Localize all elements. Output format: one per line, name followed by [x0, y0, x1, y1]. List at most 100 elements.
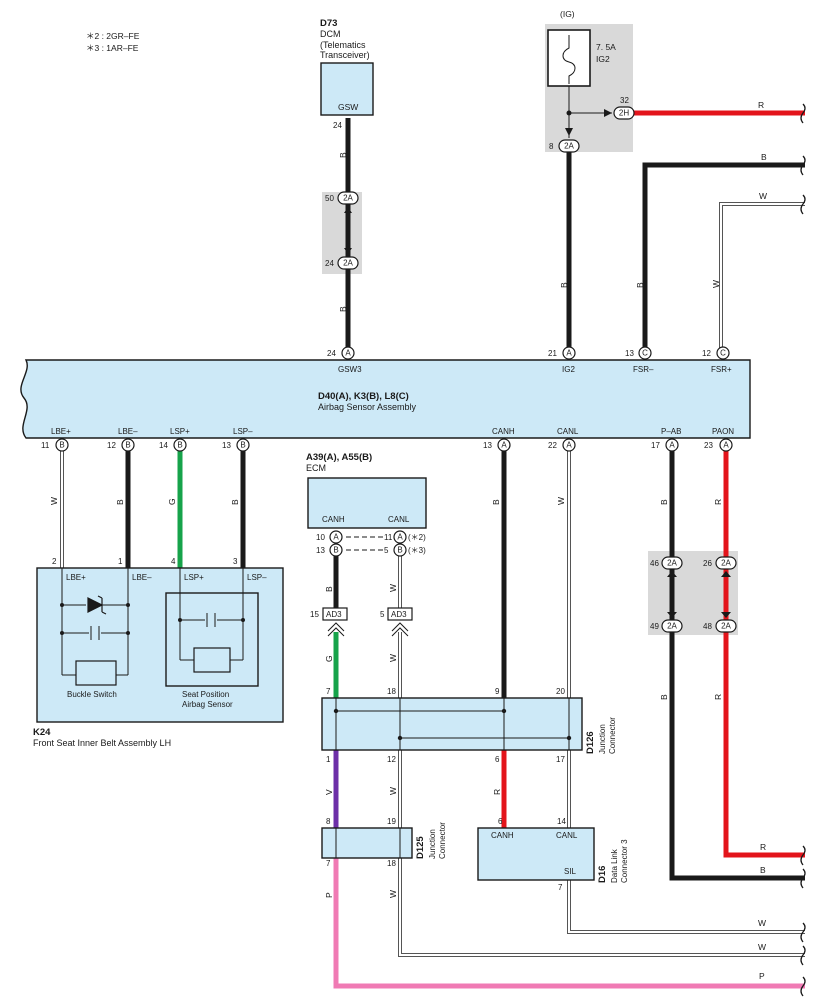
ecm-r2-l-pin[interactable]: B: [329, 543, 343, 557]
wire-label-p-out: P: [759, 971, 765, 981]
ecm-canh-label: CANH: [322, 515, 345, 524]
d73-component[interactable]: [320, 62, 374, 116]
d126-name1: Junction: [598, 724, 607, 754]
wire-sil: [567, 880, 805, 934]
ig-arrow-icon: [604, 109, 612, 117]
ad3-connector-2: [387, 607, 413, 621]
jc-right-no-46: 46: [650, 559, 659, 568]
capacitor-icon: [90, 626, 100, 640]
ecm-component[interactable]: [307, 477, 427, 529]
k24-lbl-lbe-minus: LBE–: [132, 573, 152, 582]
airbag-top-pin-fsr-plus[interactable]: FSR+ 12 C: [702, 346, 732, 374]
ecm-r1-note: (＊2): [408, 533, 426, 542]
svg-text:B: B: [59, 441, 64, 450]
d16-top-pin-6: 6: [498, 817, 503, 826]
svg-text:IG2: IG2: [562, 365, 575, 374]
svg-text:C: C: [720, 349, 726, 358]
d16-bottom-pin-7: 7: [558, 883, 563, 892]
d126-top-pin-20: 20: [556, 687, 565, 696]
wire-label-b-1: B: [338, 152, 348, 158]
airbag-bottom-pin-canl[interactable]: CANL 22 A: [548, 427, 579, 452]
svg-text:B: B: [177, 441, 182, 450]
fuse-rating: 7. 5A: [596, 42, 616, 52]
svg-text:2A: 2A: [343, 259, 353, 268]
buckle-switch-label: Buckle Switch: [67, 690, 117, 699]
d125-top-pin-19: 19: [387, 817, 396, 826]
wire-label-p: P: [324, 892, 334, 898]
jc-top-2a-50: 2A: [337, 191, 359, 205]
svg-text:A: A: [566, 349, 572, 358]
svg-text:B: B: [240, 441, 245, 450]
airbag-top-pin-gsw3[interactable]: GSW3 24 A: [327, 346, 362, 374]
svg-text:22: 22: [548, 441, 557, 450]
d126-bottom-pin-17: 17: [556, 755, 565, 764]
svg-text:B: B: [125, 441, 130, 450]
ig-arrow-down-icon: [565, 128, 573, 136]
d125-junction-connector[interactable]: [321, 827, 413, 859]
d16-name1: Data Link: [610, 848, 619, 883]
d125-name1: Junction: [428, 829, 437, 859]
ecm-name: ECM: [306, 463, 326, 473]
k24-pin-1: 1: [118, 557, 123, 566]
wire-label-w-ecm: W: [388, 584, 398, 592]
airbag-sensor-assembly[interactable]: [20, 359, 751, 439]
svg-text:2A: 2A: [721, 622, 731, 631]
wire-label-w-d126: W: [388, 787, 398, 795]
ecm-r1-r-pin[interactable]: A: [393, 530, 407, 544]
d126-junction-connector[interactable]: [321, 697, 583, 751]
ecm-r1-r-no: 11: [384, 533, 393, 542]
d125-code: D125: [415, 836, 426, 859]
svg-text:C: C: [642, 349, 648, 358]
airbag-name: Airbag Sensor Assembly: [318, 402, 417, 412]
airbag-top-pin-ig2[interactable]: IG2 21 A: [548, 346, 576, 374]
svg-text:GSW3: GSW3: [338, 365, 362, 374]
airbag-bottom-pin-lbe-minus[interactable]: LBE– 12 B: [107, 427, 138, 452]
wire-label-w-lbe: W: [49, 497, 59, 505]
d125-top-pin-8: 8: [326, 817, 331, 826]
svg-text:A: A: [397, 533, 403, 542]
ecm-r2-r-pin[interactable]: B: [393, 543, 407, 557]
d16-code: D16: [597, 866, 608, 883]
airbag-bottom-pin-p-ab[interactable]: P–AB 17 A: [651, 427, 681, 452]
seat-capacitor-icon: [206, 613, 216, 627]
airbag-bottom-pin-lsp-plus[interactable]: LSP+ 14 B: [159, 427, 190, 452]
wire-label-w-fsr: W: [759, 191, 767, 201]
wire-label-r-paon2: R: [713, 694, 723, 700]
ad3-label-2: AD3: [391, 610, 407, 619]
svg-text:11: 11: [41, 441, 50, 450]
wire-label-b-pab2: B: [659, 694, 669, 700]
ecm-r1-l-pin[interactable]: A: [329, 530, 343, 544]
airbag-bottom-pin-canh[interactable]: CANH 13 A: [483, 427, 515, 452]
wire-label-b-out: B: [760, 865, 766, 875]
d73-code: D73: [320, 18, 337, 29]
d73-sub2: Transceiver): [320, 50, 370, 60]
d125-bottom-pin-18: 18: [387, 859, 396, 868]
wire-label-w-fsrp: W: [711, 280, 721, 288]
ad3-connector-1: [322, 607, 348, 621]
svg-text:13: 13: [222, 441, 231, 450]
ad3-chevron-icon-2: [391, 622, 409, 637]
jc-right-arrows-icon: [667, 571, 731, 618]
jc-top-no-24: 24: [325, 259, 334, 268]
d16-data-link-connector[interactable]: [477, 827, 595, 881]
airbag-bottom-pin-lsp-minus[interactable]: LSP– 13 B: [222, 427, 253, 452]
svg-text:A: A: [345, 349, 351, 358]
ecm-r2-note: (＊3): [408, 546, 426, 555]
d125-bottom-pin-7: 7: [326, 859, 331, 868]
airbag-bottom-pin-lbe-plus[interactable]: LBE+ 11 B: [41, 427, 71, 452]
svg-text:14: 14: [159, 441, 168, 450]
wire-label-g-lsp: G: [167, 498, 177, 505]
wire-label-r-d126: R: [492, 789, 502, 795]
svg-text:2A: 2A: [667, 622, 677, 631]
wire-label-r-out: R: [760, 842, 766, 852]
wire-p-ab: [669, 450, 805, 881]
svg-text:FSR+: FSR+: [711, 365, 732, 374]
wire-label-b-fsrm: B: [635, 282, 645, 288]
airbag-top-pin-fsr-minus[interactable]: FSR– 13 C: [625, 346, 654, 374]
fuse-icon: [562, 35, 576, 84]
wire-label-r-paon: R: [713, 499, 723, 505]
fuse-name: IG2: [596, 54, 610, 64]
airbag-bottom-pin-paon[interactable]: PAON 23 A: [704, 427, 734, 452]
jc-top-no-50: 50: [325, 194, 334, 203]
